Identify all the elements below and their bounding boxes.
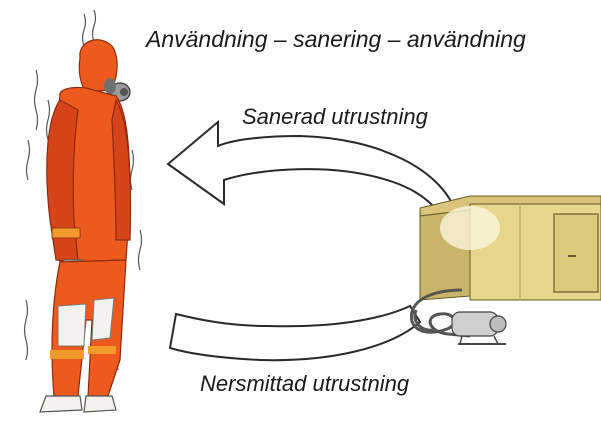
page-title: Användning – sanering – användning — [146, 26, 526, 53]
container-door — [554, 214, 598, 292]
sanerad-arrow-icon — [168, 122, 455, 214]
nersmittad-arrow-icon — [170, 306, 420, 360]
nersmittad-label: Nersmittad utrustning — [200, 371, 409, 397]
knee-pad — [92, 298, 114, 340]
reflective-band — [52, 228, 80, 238]
boot-icon — [84, 396, 116, 412]
decontamination-container — [420, 196, 601, 300]
person-in-protective-suit — [40, 40, 130, 412]
knee-pad — [58, 304, 86, 346]
reflective-band — [88, 346, 116, 354]
boot-icon — [40, 396, 82, 412]
reflective-band — [50, 350, 84, 359]
sanerad-label: Sanerad utrustning — [242, 104, 428, 130]
